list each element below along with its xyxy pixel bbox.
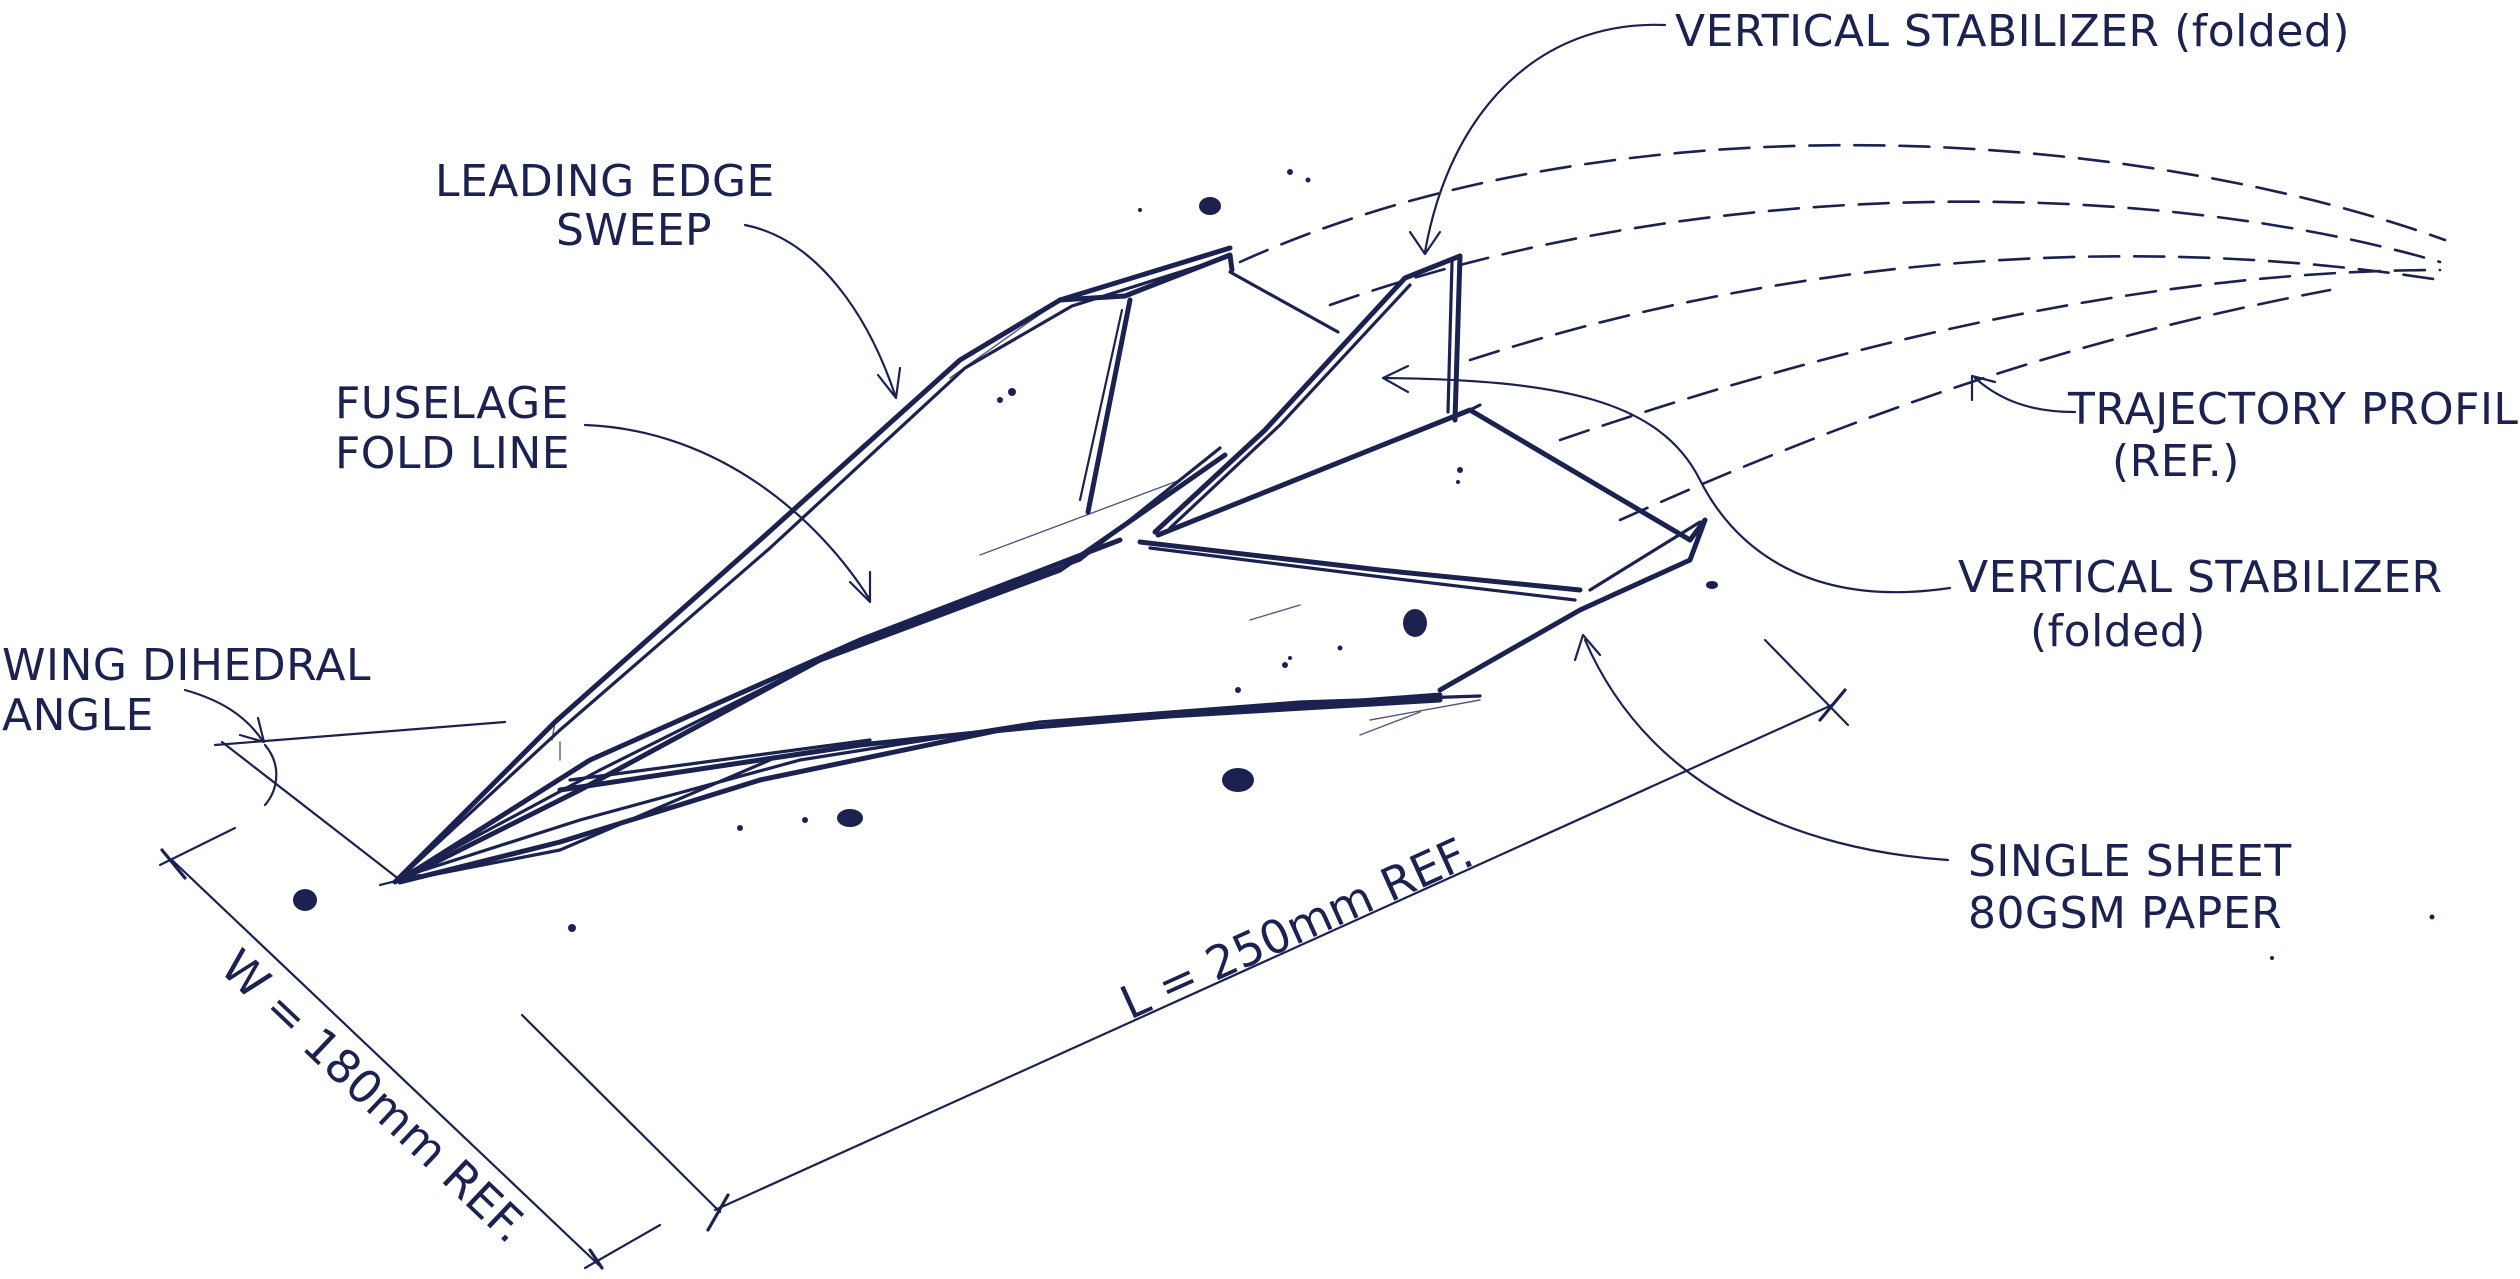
label-dihedral-line2: ANGLE (2, 690, 154, 741)
airplane-body (378, 245, 1708, 887)
label-trajectory-line2: (REF.) (2112, 436, 2240, 487)
trajectory-lines (1238, 143, 2447, 522)
label-stabilizer-mid-line2: (folded) (2030, 606, 2206, 657)
dimension-length-label: L = 250mm REF. (1112, 824, 1481, 1030)
label-trajectory-line1: TRAJECTORY PROFILE (2067, 384, 2520, 435)
ink-blots (293, 169, 2435, 960)
leader-arrows (183, 23, 2077, 862)
label-stabilizer-top: VERTICAL STABILIZER (folded) (1675, 6, 2350, 57)
label-leading-edge-line2: SWEEP (556, 205, 712, 256)
dimension-lines (158, 638, 1850, 1270)
label-fuselage-line2: FOLD LINE (335, 428, 570, 479)
label-paper-line2: 80GSM PAPER (1968, 888, 2282, 939)
label-dihedral-line1: WING DIHEDRAL (2, 640, 371, 691)
label-paper-line1: SINGLE SHEET (1968, 836, 2292, 887)
label-fuselage-line1: FUSELAGE (335, 378, 569, 429)
dimension-labels: L = 250mm REF. W = 180mm REF. (210, 824, 1481, 1253)
dimension-width-label: W = 180mm REF. (210, 939, 537, 1254)
label-leading-edge-line1: LEADING EDGE (435, 156, 775, 207)
annotation-labels: LEADING EDGE SWEEP FUSELAGE FOLD LINE WI… (2, 6, 2520, 939)
label-stabilizer-mid-line1: VERTICAL STABILIZER (1958, 552, 2443, 603)
